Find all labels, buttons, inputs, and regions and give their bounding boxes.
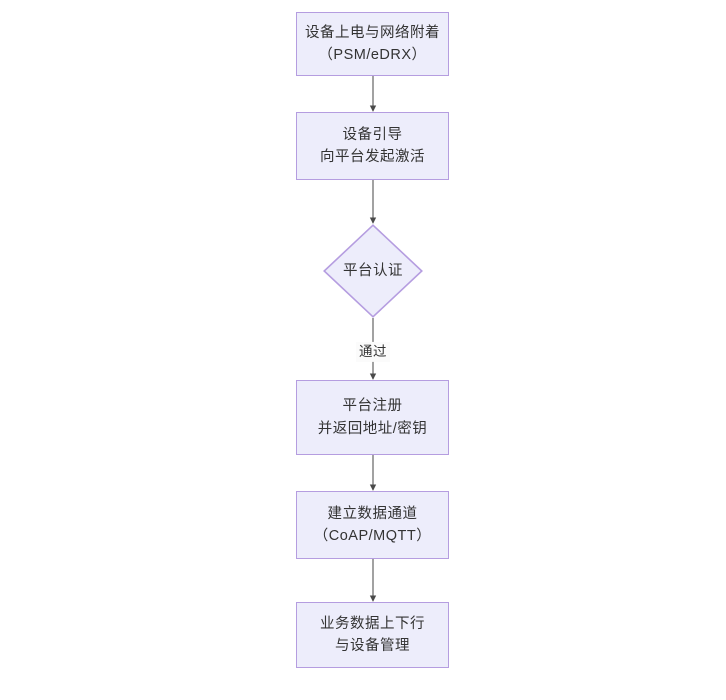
- node-business-data-and-management[interactable]: 业务数据上下行 与设备管理: [296, 602, 449, 668]
- node-establish-data-channel[interactable]: 建立数据通道 （CoAP/MQTT）: [296, 491, 449, 559]
- edge-label-pass: 通过: [356, 341, 390, 363]
- node-label-line: （PSM/eDRX）: [318, 47, 427, 63]
- node-platform-registration[interactable]: 平台注册 并返回地址/密钥: [296, 380, 449, 455]
- node-label-line: 设备上电与网络附着: [305, 24, 440, 41]
- node-label-line: 设备引导: [342, 126, 403, 143]
- diamond-shape: [323, 224, 423, 318]
- node-label-line: 并返回地址/密钥: [317, 420, 428, 437]
- node-label-line: 平台认证: [343, 262, 403, 279]
- node-label-line: （CoAP/MQTT）: [313, 528, 432, 544]
- node-device-bootstrap[interactable]: 设备引导 向平台发起激活: [296, 112, 449, 180]
- node-label-line: 与设备管理: [335, 638, 410, 654]
- node-label-line: 平台注册: [342, 398, 403, 415]
- node-label-line: 业务数据上下行: [320, 615, 425, 632]
- node-label-line: 建立数据通道: [327, 505, 418, 522]
- node-label-line: 向平台发起激活: [320, 149, 425, 165]
- node-device-power-on[interactable]: 设备上电与网络附着 （PSM/eDRX）: [296, 12, 449, 76]
- node-platform-authentication[interactable]: 平台认证: [323, 224, 423, 318]
